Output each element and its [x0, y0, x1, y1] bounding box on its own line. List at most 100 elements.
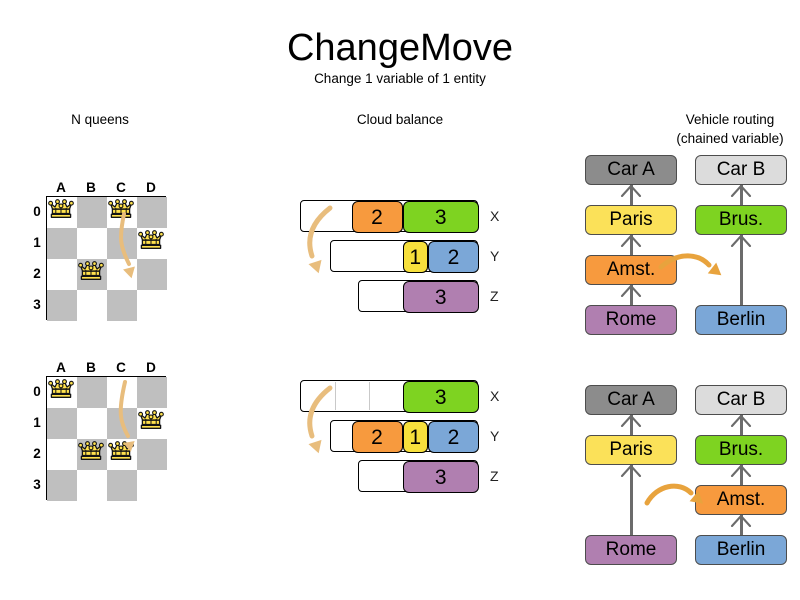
routing-node-paris[interactable]: Paris — [585, 205, 677, 235]
queen-D1[interactable] — [136, 407, 166, 438]
board-cell-D0[interactable] — [137, 377, 167, 408]
board-cell-D3[interactable] — [137, 290, 167, 321]
board-cell-D2[interactable] — [137, 259, 167, 290]
board-cell-D3[interactable] — [137, 470, 167, 501]
board-cell-A3[interactable] — [47, 290, 77, 321]
cloud-computer-bar-X[interactable]: 3 — [300, 380, 479, 413]
routing-link — [739, 465, 743, 485]
queen-A0[interactable] — [46, 376, 76, 407]
board-cell-B3[interactable] — [77, 470, 107, 501]
board-cell-B3[interactable] — [77, 290, 107, 321]
cloud-process-Z-1[interactable]: 3 — [402, 281, 479, 313]
cloud-process-Z-1[interactable]: 3 — [402, 461, 479, 493]
cloud-process-Y-3[interactable]: 2 — [428, 421, 479, 453]
section-header-cloud-balance: Cloud balance — [356, 112, 444, 127]
section-header-vehicle-routing: Vehicle routing (chained variable) — [610, 110, 800, 148]
queen-A0[interactable] — [46, 196, 76, 227]
cloud-computer-bar-Z[interactable]: 3 — [358, 460, 479, 493]
routing-node-rome[interactable]: Rome — [585, 535, 677, 565]
routing-link — [629, 235, 633, 255]
routing-node-brus[interactable]: Brus. — [695, 435, 787, 465]
queen-B2[interactable] — [76, 258, 106, 289]
routing-link — [739, 235, 743, 305]
section-header-vehicle-routing-line1: Vehicle routing — [685, 112, 775, 127]
routing-link-arrowhead — [730, 415, 752, 427]
routing-node-berlin[interactable]: Berlin — [695, 535, 787, 565]
board-row-label-1: 1 — [33, 415, 41, 430]
board-row-label-3: 3 — [33, 297, 41, 312]
cloud-process-Y-2[interactable]: 2 — [428, 241, 479, 273]
board-cell-C1[interactable] — [107, 408, 137, 439]
routing-node-paris[interactable]: Paris — [585, 435, 677, 465]
routing-node-carb[interactable]: Car B — [695, 155, 787, 185]
routing-link-arrowhead — [620, 285, 642, 297]
queen-B2[interactable] — [76, 438, 106, 469]
board-col-label-B: B — [86, 360, 96, 375]
board-row-label-0: 0 — [33, 384, 41, 399]
cloud-computer-label-X: X — [490, 208, 500, 224]
board-cell-B0[interactable] — [77, 377, 107, 408]
cloud-process-X-2[interactable]: 3 — [402, 201, 479, 233]
routing-link — [629, 285, 633, 305]
page-subtitle: Change 1 variable of 1 entity — [314, 71, 486, 86]
routing-link-arrowhead — [620, 415, 642, 427]
routing-node-berlin[interactable]: Berlin — [695, 305, 787, 335]
routing-node-cara[interactable]: Car A — [585, 155, 677, 185]
section-header-vehicle-routing-line2: (chained variable) — [676, 131, 784, 146]
board-cell-B0[interactable] — [77, 197, 107, 228]
board-cell-A2[interactable] — [47, 439, 77, 470]
board-cell-B1[interactable] — [77, 228, 107, 259]
routing-link — [739, 515, 743, 535]
board-cell-D2[interactable] — [137, 439, 167, 470]
cloud-process-X-1[interactable]: 2 — [351, 201, 403, 233]
board-cell-A1[interactable] — [47, 408, 77, 439]
routing-node-carb[interactable]: Car B — [695, 385, 787, 415]
routing-node-amst[interactable]: Amst. — [585, 255, 677, 285]
routing-link-arrowhead — [730, 185, 752, 197]
board-cell-B1[interactable] — [77, 408, 107, 439]
board-cell-A2[interactable] — [47, 259, 77, 290]
cloud-process-Y-1[interactable]: 2 — [351, 421, 403, 453]
cloud-computer-label-Y: Y — [490, 428, 500, 444]
page-title: ChangeMove — [286, 27, 514, 69]
board-col-label-A: A — [56, 360, 66, 375]
board-row-label-0: 0 — [33, 204, 41, 219]
board-cell-C0[interactable] — [107, 377, 137, 408]
cloud-computer-label-Y: Y — [490, 248, 500, 264]
routing-link-arrowhead — [730, 465, 752, 477]
board-cell-C3[interactable] — [107, 290, 137, 321]
board-cell-C3[interactable] — [107, 470, 137, 501]
board-col-label-D: D — [146, 180, 156, 195]
routing-node-rome[interactable]: Rome — [585, 305, 677, 335]
queen-C2[interactable] — [106, 438, 136, 469]
board-cell-A3[interactable] — [47, 470, 77, 501]
cloud-process-Y-2[interactable]: 1 — [402, 421, 428, 453]
board-row-label-2: 2 — [33, 446, 41, 461]
routing-node-amst[interactable]: Amst. — [695, 485, 787, 515]
board-cell-C1[interactable] — [107, 228, 137, 259]
cloud-computer-label-X: X — [490, 388, 500, 404]
routing-link-arrowhead — [730, 235, 752, 247]
cloud-computer-label-Z: Z — [490, 288, 499, 304]
routing-node-brus[interactable]: Brus. — [695, 205, 787, 235]
board-cell-A1[interactable] — [47, 228, 77, 259]
queen-C0[interactable] — [106, 196, 136, 227]
cloud-process-X-1[interactable]: 3 — [402, 381, 479, 413]
board-cell-D0[interactable] — [137, 197, 167, 228]
routing-node-cara[interactable]: Car A — [585, 385, 677, 415]
cloud-process-Y-1[interactable]: 1 — [402, 241, 428, 273]
cloud-computer-bar-Z[interactable]: 3 — [358, 280, 479, 313]
cloud-slot-divider — [368, 382, 370, 410]
queen-D1[interactable] — [136, 227, 166, 258]
cloud-computer-label-Z: Z — [490, 468, 499, 484]
board-cell-C2[interactable] — [107, 259, 137, 290]
board-col-label-D: D — [146, 360, 156, 375]
